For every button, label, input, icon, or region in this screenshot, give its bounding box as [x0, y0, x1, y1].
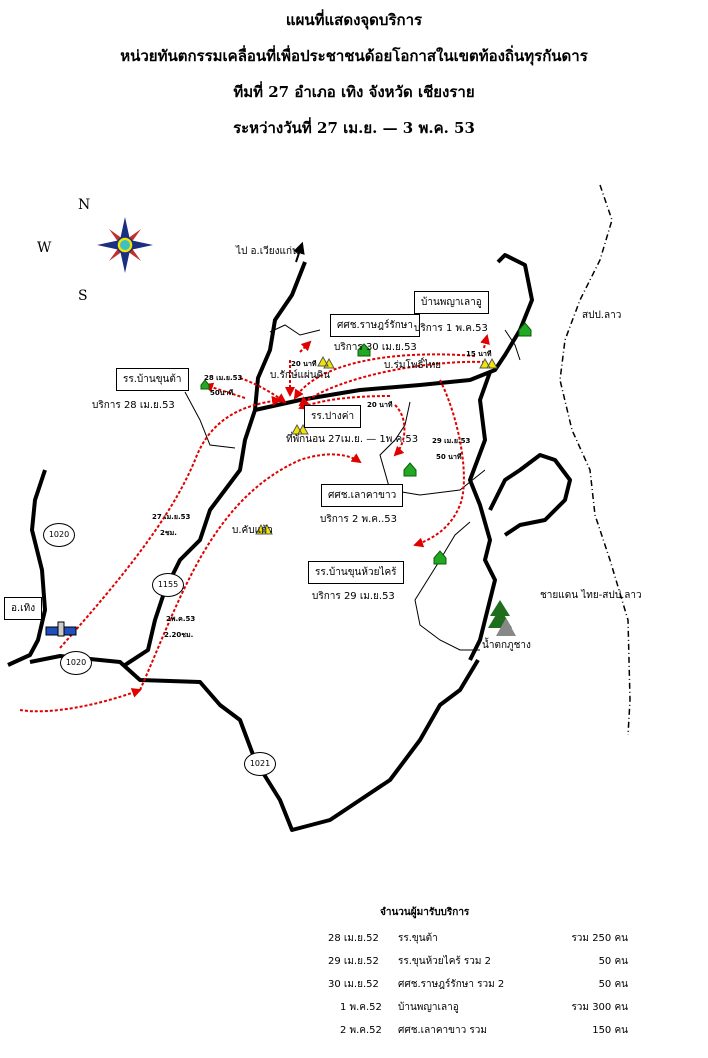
thin-boundary	[414, 521, 480, 651]
row-place: รร.ขุนต้า	[398, 933, 438, 944]
route-arrow	[298, 395, 391, 410]
road-1020-south: 1020	[60, 651, 92, 675]
international-border	[559, 184, 631, 736]
compass-rose-icon	[97, 217, 153, 273]
row-date: 28 เม.ย.52	[328, 933, 379, 944]
route-arrow	[59, 396, 282, 649]
house-icon	[403, 462, 417, 477]
route-arrow	[203, 382, 246, 399]
site-pang-kha-service: ที่พักนอน 27เม.ย. — 1พ.ค.53	[286, 434, 419, 445]
table-title: จำนวนผู้มารับบริการ	[380, 907, 470, 918]
site-khun-huai-khrai-service: บริการ 29 เม.ย.53	[312, 591, 395, 602]
trip-note: 2ชม.	[160, 529, 177, 537]
road-1155: 1155	[152, 573, 184, 597]
to-wiang-kaen-label: ไป อ.เวียงแก่น	[236, 246, 299, 257]
site-lao-kha-khao: ศศช.เลาคาขาว	[321, 484, 404, 507]
site-khun-huai-khrai: รร.บ้านขุนห้วยไคร้	[308, 561, 404, 584]
tree-icon	[488, 600, 516, 636]
site-pang-kha: รร.ปางค่า	[304, 405, 362, 428]
row-date: 29 เม.ย.52	[328, 956, 379, 967]
village-rom-pho-thai: บ.ร่มโพธิ์ไทย	[384, 360, 442, 371]
site-phaya-lao-u: บ้านพญาเลาอู	[414, 291, 489, 314]
row-total: 50 คน	[598, 979, 628, 990]
road	[254, 253, 534, 412]
trip-note: 20 นาที	[367, 401, 393, 409]
row-place: ศศช.เลาคาขาว รวม	[398, 1025, 487, 1036]
marker-icon	[317, 355, 335, 369]
trip-note: 50 นาที	[436, 453, 462, 461]
laos-label: สปป.ลาว	[582, 310, 622, 321]
compass-north: N	[78, 197, 91, 213]
thin-boundary	[504, 329, 521, 361]
house-icon	[200, 379, 210, 390]
route-arrow	[413, 379, 465, 548]
site-phaya-lao-u-service: บริการ 1 พ.ค.53	[414, 323, 488, 334]
marker-icon	[479, 357, 498, 369]
service-routes	[19, 334, 490, 713]
trip-note: 2.20ชม.	[164, 631, 194, 639]
row-place: รร.ขุนห้วยไคร้ รวม 2	[398, 956, 492, 967]
route-arrow	[393, 404, 406, 457]
house-icon	[433, 550, 447, 565]
route-arrow	[239, 377, 287, 404]
date-range: ระหว่างวันที่ 27 เม.ย. — 3 พ.ค. 53	[233, 119, 475, 137]
border-label: ชายแดน ไทย-สปป.ลาว	[540, 590, 642, 601]
road	[29, 654, 480, 832]
row-date: 1 พ.ค.52	[340, 1002, 382, 1013]
village-kap-kaeo: บ.คับแก้ว	[232, 525, 273, 536]
team-location: ทีมที่ 27 อำเภอ เทิง จังหวัด เชียงราย	[233, 83, 475, 101]
trip-note: 15 นาที	[466, 350, 492, 358]
route-arrow	[19, 688, 142, 713]
marker-icon	[255, 523, 273, 535]
thin-boundary	[184, 391, 236, 449]
compass-west: W	[37, 240, 52, 256]
trip-note: 29 เม.ย.53	[432, 437, 471, 445]
row-date: 30 เม.ย.52	[328, 979, 379, 990]
road	[468, 371, 497, 661]
thin-boundary	[269, 324, 321, 336]
boundary-lines	[184, 324, 521, 651]
route-arrow	[139, 453, 362, 691]
row-total: 50 คน	[598, 956, 628, 967]
row-place: ศศช.ราษฎร์รักษา รวม 2	[398, 979, 505, 990]
road-1020-north: 1020	[43, 523, 75, 547]
road	[488, 453, 572, 537]
site-ratsadon-raksa: ศศช.ราษฎร์รักษา	[330, 314, 420, 337]
row-total: รวม 250 คน	[571, 933, 628, 944]
map-title: แผนที่แสดงจุดบริการ	[285, 11, 423, 29]
road-1021: 1021	[244, 752, 276, 776]
district-thoeng: อ.เทิง	[4, 597, 43, 620]
house-icon	[518, 322, 532, 337]
route-arrow	[299, 340, 312, 353]
row-place: บ้านพญาเลาอู	[398, 1002, 459, 1013]
village-rak-paen-din: บ.รักษ์แผ่นดิน	[270, 370, 331, 381]
site-khun-ta-service: บริการ 28 เม.ย.53	[92, 400, 175, 411]
site-lao-kha-khao-service: บริการ 2 พ.ค..53	[320, 514, 398, 525]
trip-note: 28 เม.ย.53	[204, 374, 243, 382]
row-date: 2 พ.ค.52	[340, 1025, 382, 1036]
district-office-icon	[45, 621, 77, 637]
row-total: รวม 300 คน	[571, 1002, 628, 1013]
route-arrow	[480, 334, 490, 349]
row-total: 150 คน	[592, 1025, 628, 1036]
roads	[7, 253, 572, 832]
site-ratsadon-raksa-service: บริการ 30 เม.ย.53	[334, 342, 417, 353]
compass-south: S	[78, 288, 88, 304]
trip-note: 2พ.ค.53	[166, 615, 196, 623]
site-khun-ta: รร.บ้านขุนต้า	[116, 368, 189, 391]
road	[7, 469, 47, 667]
route-arrow	[298, 360, 486, 407]
route-arrow	[293, 353, 476, 400]
waterfall-label: น้ำตกภูชาง	[482, 640, 531, 651]
trip-note: 27 เม.ย.53	[152, 513, 191, 521]
map-subtitle: หน่วยทันตกรรมเคลื่อนที่เพื่อประชาชนด้อยโ…	[120, 47, 588, 65]
north-arrow-road	[293, 241, 305, 263]
house-icon	[357, 343, 371, 357]
trip-note: 50นาที	[210, 389, 234, 397]
trip-note: 20 นาที	[291, 360, 317, 368]
road	[123, 261, 307, 667]
thin-boundary	[379, 401, 486, 496]
